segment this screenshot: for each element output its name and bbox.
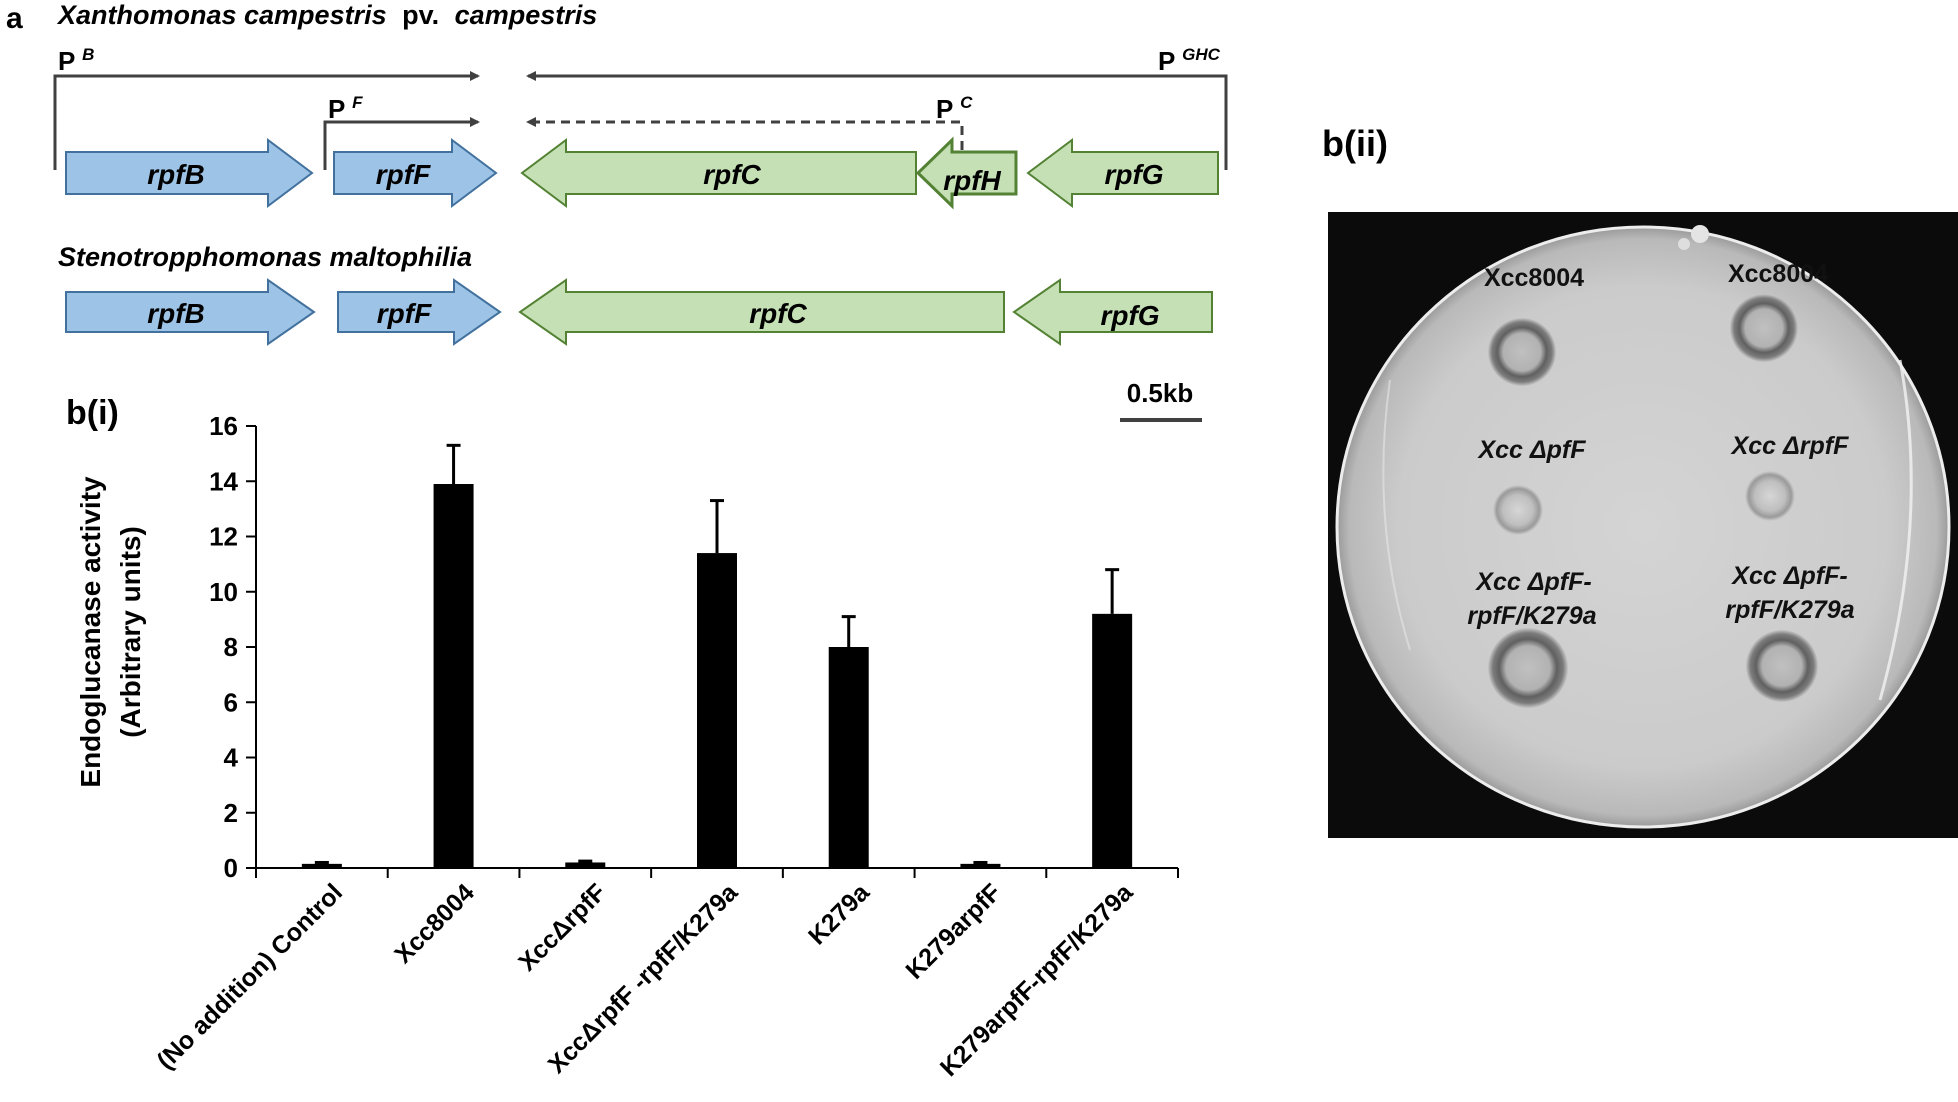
x-tick-label: K279arpfF [900,878,1006,984]
promoter-pghc-base: P [1158,46,1175,76]
plate-bubble [1678,238,1690,250]
colony-left-deletion [1493,485,1543,535]
promoter-pghc-sup: GHC [1182,45,1221,64]
promoter-pf: P F [323,93,480,170]
xcc-gene-rpfB-label: rpfB [147,159,205,190]
species-1-name: Xanthomonas campestris [56,0,387,30]
svg-text:P C: P C [936,93,973,124]
plate-rim [1335,225,1951,829]
promoter-pghc: P GHC [526,45,1228,170]
panel-bi-label: b(i) [66,394,119,432]
steno-gene-rpfF-label: rpfF [377,298,432,329]
x-tick-label: XccΔrpfF [513,878,611,976]
xcc-gene-rpfH-label: rpfH [943,165,1001,196]
bars [301,443,1133,868]
promoter-pf-sup: F [352,93,363,112]
y-tick-label: 4 [224,743,239,773]
panel-bi: b(i) Endoglucanase activity (Arbitrary u… [66,394,1179,1082]
bar [1092,613,1133,868]
y-axis-label-line-1: Endoglucanase activity [75,476,106,788]
xcc-gene-rpfC-arrow [520,138,917,208]
bar [301,863,342,868]
x-tick-label: (No addition) Control [152,878,349,1075]
plate-label-right-complement-line-1: Xcc ΔpfF- [1730,562,1847,590]
plate-label-left-complement-line-2: rpfF/K279a [1467,602,1596,630]
plate-label-left-xcc8004: Xcc8004 [1484,264,1584,292]
steno-gene-rpfB-arrow [65,278,316,346]
xcc-gene-rpfF-arrow [333,138,498,208]
steno-gene-rpfC-label: rpfC [749,298,807,329]
colony-right-xcc8004 [1730,294,1798,362]
y-tick-label: 14 [209,466,238,496]
panel-a-label: a [6,2,23,35]
bar [828,647,869,868]
y-axis-label-line-2: (Arbitrary units) [115,526,146,738]
species-1-name-2: campestris [455,0,598,30]
y-tick-label: 0 [224,853,238,883]
svg-text:P GHC: P GHC [1158,45,1221,76]
bar [960,863,1001,868]
svg-text:P B: P B [58,45,94,76]
promoter-pb-sup: B [82,45,94,64]
bar [433,484,474,868]
xcc-gene-rpfC-label: rpfC [703,159,761,190]
xcc-gene-rpfF-label: rpfF [376,159,431,190]
plate-rim-highlight [1878,359,1913,701]
plate-label-right-xcc8004: Xcc8004 [1728,260,1828,288]
species-1-suffix: pv. [402,0,439,30]
colony-right-complement [1746,630,1818,702]
steno-gene-cluster: rpfB rpfF rpfC rpfG [65,278,1213,346]
y-tick-label: 6 [224,687,238,717]
plate-label-left-deletion: Xcc ΔpfF [1476,436,1586,464]
colony-left-complement [1488,628,1568,708]
promoter-pb-base: P [58,46,75,76]
y-tick-label: 2 [224,798,238,828]
plate-label-right-deletion: Xcc ΔrpfF [1730,432,1850,460]
svg-text:P F: P F [328,93,363,124]
y-tick-label: 12 [209,522,238,552]
panel-bii-label: b(ii) [1322,123,1388,164]
plate-bubble [1691,225,1709,243]
steno-gene-rpfC-arrow [518,278,1005,346]
bar [565,862,606,868]
steno-gene-rpfF-arrow [337,278,502,346]
plate-label-left-complement-line-1: Xcc ΔpfF- [1474,568,1591,596]
x-tick-label: Xcc8004 [389,878,480,969]
endoglucanase-bar-chart: Endoglucanase activity (Arbitrary units)… [75,411,1179,1082]
panel-a: a Xanthomonas campestris pv. campestris … [6,0,1228,422]
scale-bar: 0.5kb [1120,378,1202,422]
species-1-title: Xanthomonas campestris pv. campestris [56,0,597,30]
colony-left-xcc8004 [1488,318,1556,386]
promoter-pc-base: P [936,94,953,124]
colony-right-deletion [1745,471,1795,521]
steno-gene-rpfB-label: rpfB [147,298,205,329]
panel-bii: b(ii) Xcc8004 Xcc8004 Xcc ΔpfF Xcc ΔrpfF… [1322,123,1958,838]
xcc-gene-cluster: rpfB rpfF rpfC rpfH rpfG [65,136,1219,210]
x-tick-label: K279a [803,878,876,951]
scale-bar-label: 0.5kb [1127,378,1194,408]
xcc-gene-rpfB-arrow [65,138,314,208]
agar-plate [1337,227,1949,827]
steno-gene-rpfG-label: rpfG [1100,300,1159,331]
y-tick-label: 10 [209,577,238,607]
species-2-title: Stenotropphomonas maltophilia [58,242,472,272]
promoter-pc-sup: C [960,93,973,112]
bar [697,553,737,868]
xcc-gene-rpfG-label: rpfG [1104,159,1163,190]
y-ticks: 0 2 4 6 8 10 12 14 16 [209,411,256,883]
xcc-gene-rpfG-arrow [1026,138,1219,208]
promoter-pf-base: P [328,94,345,124]
plate-label-right-complement-line-2: rpfF/K279a [1725,596,1854,624]
promoter-pb: P B [53,45,480,170]
plate-rim-highlight-left [1382,379,1411,651]
xcc-gene-rpfH-arrow [915,136,1018,210]
promoter-pc: P C [526,93,973,150]
y-tick-label: 8 [224,632,238,662]
steno-gene-rpfG-arrow [1012,278,1213,346]
y-tick-label: 16 [209,411,238,441]
